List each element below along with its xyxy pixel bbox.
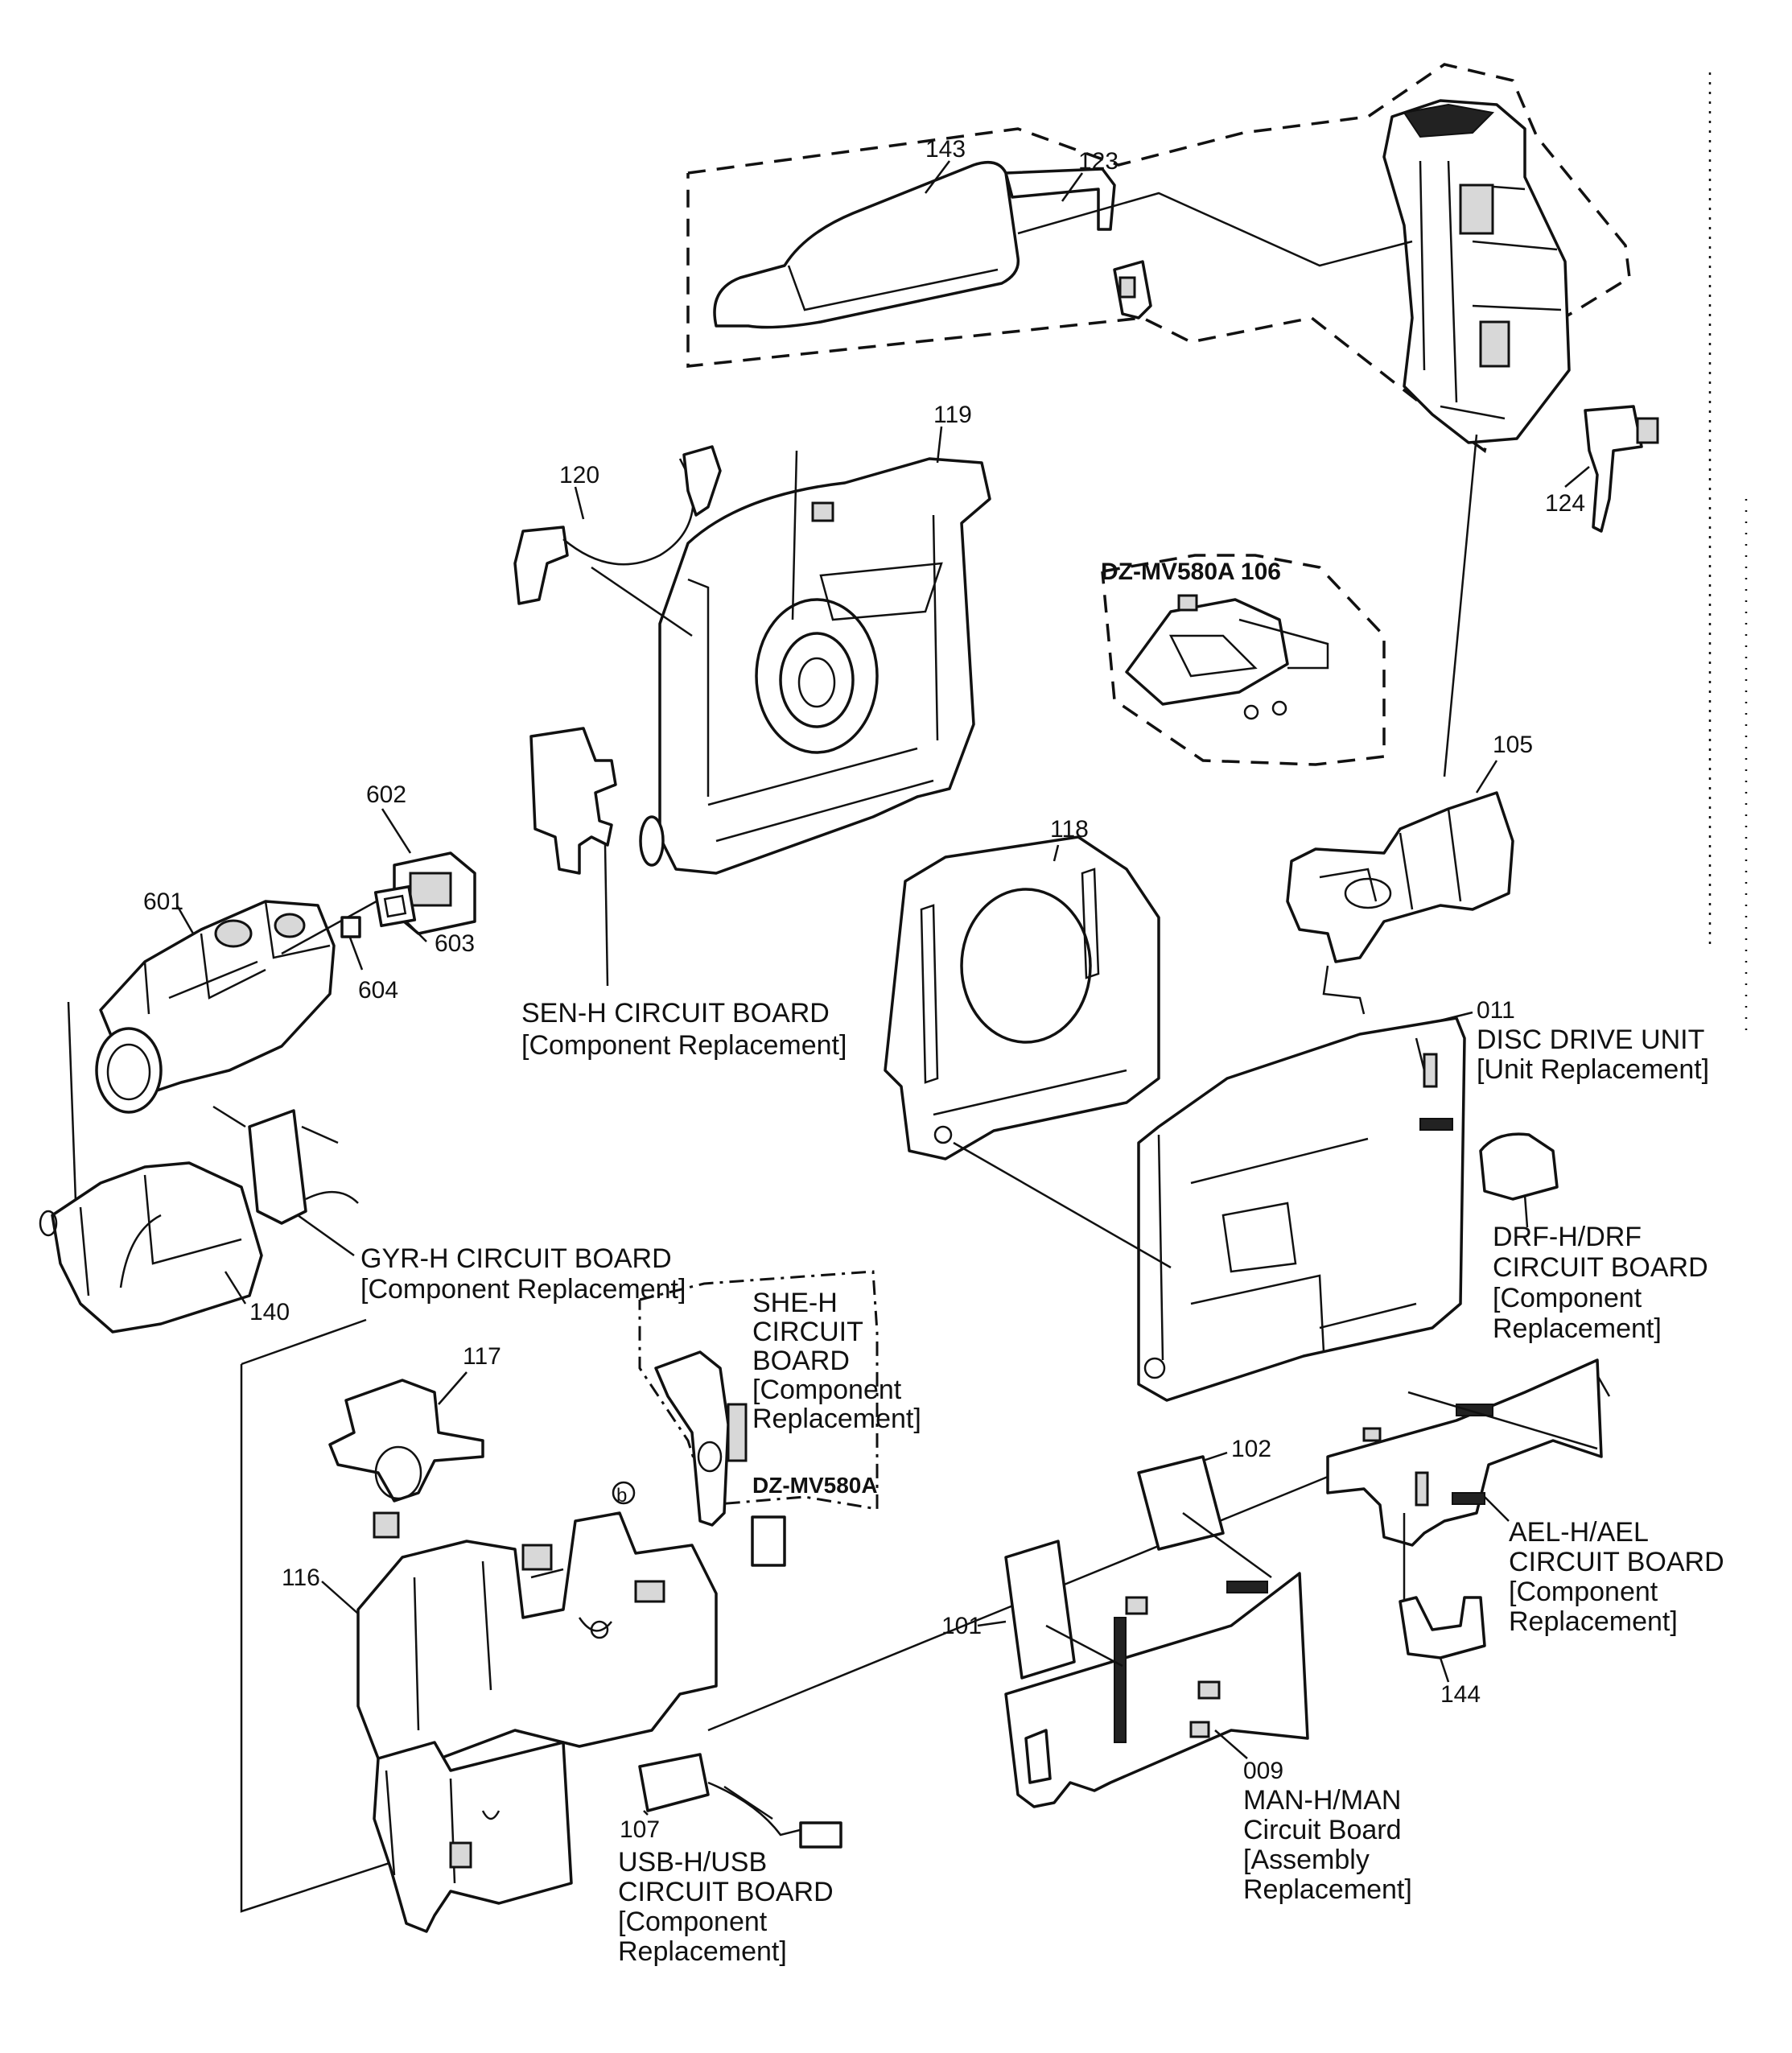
part-603 — [373, 884, 427, 942]
callout-b: b — [616, 1485, 627, 1507]
man-h-label-line2: Circuit Board — [1243, 1815, 1402, 1845]
part-117 — [328, 1379, 484, 1539]
drf-h-label-line3: [Component — [1493, 1283, 1642, 1313]
usb-h-label-line2: CIRCUIT BOARD — [618, 1877, 834, 1907]
callout-118: 118 — [1050, 816, 1089, 843]
part-124 — [1584, 405, 1659, 533]
callout-124: 124 — [1545, 490, 1585, 517]
callout-143: 143 — [925, 136, 966, 163]
usb-h-label-line3: [Component — [618, 1907, 768, 1937]
ael-h-label-line4: Replacement] — [1509, 1606, 1678, 1637]
ael-h-label-line2: CIRCUIT BOARD — [1509, 1547, 1724, 1577]
ael-h-circuit-board — [1326, 1358, 1603, 1547]
callout-106: DZ-MV580A 106 — [1101, 559, 1281, 585]
part-011-disc-drive-unit — [1137, 1016, 1466, 1402]
gyr-h-circuit-board — [212, 1105, 359, 1257]
callout-117: 117 — [463, 1343, 501, 1370]
she-h-label-line1: SHE-H — [752, 1288, 838, 1318]
part-102 — [1137, 1455, 1272, 1579]
man-h-circuit-board — [1004, 1572, 1309, 1808]
callout-120: 120 — [559, 462, 599, 489]
callout-144: 144 — [1440, 1681, 1481, 1708]
callout-dz-mv580a: DZ-MV580A — [752, 1473, 878, 1498]
callout-604: 604 — [358, 977, 398, 1004]
drf-h-circuit-board — [1479, 1132, 1559, 1228]
part-144 — [1399, 1513, 1486, 1659]
part-116 — [356, 1511, 718, 1768]
callout-603: 603 — [435, 930, 475, 957]
she-h-label-line5: Replacement] — [752, 1404, 921, 1434]
bottom-frame — [373, 1741, 573, 1933]
part-604 — [340, 916, 364, 971]
sen-h-label-line2: [Component Replacement] — [521, 1030, 847, 1061]
usb-h-label-line1: USB-H/USB — [618, 1847, 767, 1878]
callout-601: 601 — [143, 888, 183, 915]
man-h-label-line3: [Assembly — [1243, 1845, 1370, 1875]
callout-101: 101 — [941, 1613, 982, 1639]
part-119 — [639, 457, 991, 875]
drf-h-label-line2: CIRCUIT BOARD — [1493, 1252, 1708, 1283]
she-h-label-line4: [Component — [752, 1375, 902, 1405]
ael-h-label-line3: [Component — [1509, 1577, 1658, 1607]
she-h-label-line2: CIRCUIT — [752, 1317, 863, 1347]
grip-belt-assembly — [686, 63, 1631, 453]
disc-drive-label-line2: [Unit Replacement] — [1477, 1054, 1709, 1085]
part-106-group — [1101, 554, 1386, 766]
ref-b-marker — [612, 1481, 636, 1505]
callout-116: 116 — [282, 1564, 320, 1591]
drf-h-label-line1: DRF-H/DRF — [1493, 1222, 1642, 1252]
sen-h-label-line1: SEN-H CIRCUIT BOARD — [521, 998, 830, 1029]
disc-drive-label-line1: DISC DRIVE UNIT — [1477, 1024, 1704, 1055]
part-105 — [1286, 791, 1514, 1015]
callout-140: 140 — [249, 1299, 290, 1325]
part-120 — [513, 445, 722, 637]
gyr-h-label-line2: [Component Replacement] — [360, 1274, 686, 1305]
drf-h-label-line4: Replacement] — [1493, 1313, 1662, 1344]
she-h-group — [638, 1270, 879, 1567]
callout-602: 602 — [366, 781, 406, 808]
sen-h-circuit-board — [529, 727, 617, 987]
gyr-h-label-line1: GYR-H CIRCUIT BOARD — [360, 1243, 672, 1274]
callout-123: 123 — [1078, 148, 1118, 175]
callout-107: 107 — [620, 1816, 660, 1843]
callout-105: 105 — [1493, 732, 1533, 758]
callout-011: 011 — [1477, 997, 1515, 1024]
part-140 — [39, 1161, 263, 1334]
ael-h-label-line1: AEL-H/AEL — [1509, 1517, 1649, 1548]
usb-h-label-line4: Replacement] — [618, 1936, 787, 1967]
part-601-lens-block — [95, 900, 336, 1114]
man-h-label-line1: MAN-H/MAN — [1243, 1785, 1401, 1816]
callout-009: 009 — [1243, 1758, 1283, 1784]
part-118 — [884, 835, 1160, 1160]
part-107 — [638, 1753, 842, 1849]
man-h-label-line4: Replacement] — [1243, 1874, 1412, 1905]
callout-119: 119 — [933, 402, 972, 428]
part-101 — [1004, 1540, 1123, 1680]
callout-102: 102 — [1231, 1436, 1271, 1462]
she-h-label-line3: BOARD — [752, 1346, 850, 1376]
